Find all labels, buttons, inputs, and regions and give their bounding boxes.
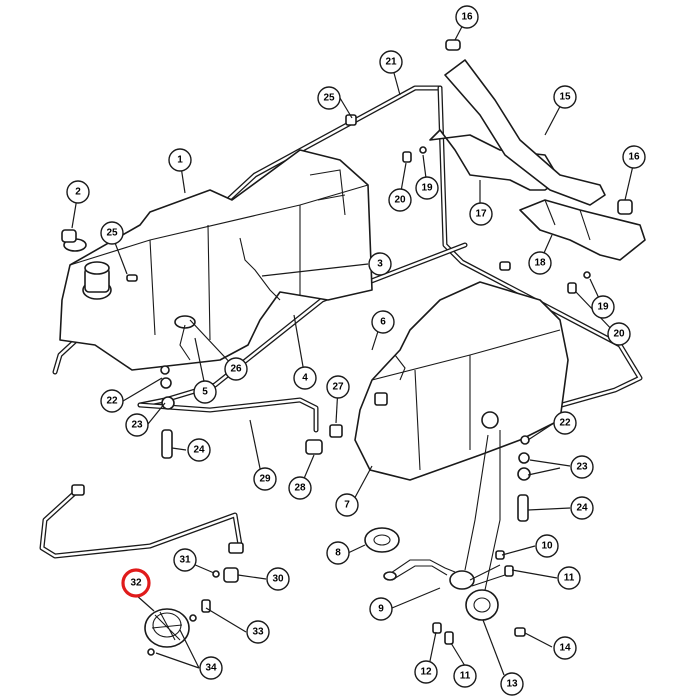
callout-9: 9 — [369, 597, 393, 621]
callout-17: 17 — [469, 202, 493, 226]
svg-text:12: 12 — [420, 667, 432, 678]
svg-text:28: 28 — [294, 483, 306, 494]
svg-text:13: 13 — [506, 679, 518, 690]
svg-text:15: 15 — [559, 92, 571, 103]
svg-text:17: 17 — [475, 209, 487, 220]
svg-text:25: 25 — [106, 228, 118, 239]
svg-text:22: 22 — [106, 396, 118, 407]
svg-text:11: 11 — [460, 671, 471, 682]
callout-25-top: 25 — [317, 86, 341, 110]
callout-23-left: 23 — [125, 413, 149, 437]
svg-text:27: 27 — [332, 382, 344, 393]
svg-text:31: 31 — [179, 555, 191, 566]
svg-text:18: 18 — [534, 258, 546, 269]
callout-6: 6 — [371, 310, 395, 334]
callout-7: 7 — [335, 493, 359, 517]
fitting-parts — [61, 39, 633, 656]
callout-16-top: 16 — [455, 5, 479, 29]
callout-10: 10 — [535, 534, 559, 558]
svg-text:10: 10 — [541, 541, 553, 552]
svg-text:14: 14 — [559, 643, 571, 654]
svg-text:26: 26 — [230, 364, 242, 375]
svg-text:24: 24 — [576, 503, 588, 514]
bracket-18 — [519, 199, 646, 261]
fuel-pump-32 — [144, 608, 190, 648]
callout-21: 21 — [379, 50, 403, 74]
svg-text:8: 8 — [335, 548, 341, 559]
svg-text:16: 16 — [628, 152, 640, 163]
callout-23-right: 23 — [570, 455, 594, 479]
svg-text:32: 32 — [130, 578, 142, 589]
svg-text:4: 4 — [302, 373, 308, 384]
svg-text:20: 20 — [613, 329, 625, 340]
callout-24-right: 24 — [570, 496, 594, 520]
callout-29: 29 — [253, 467, 277, 491]
svg-text:16: 16 — [461, 12, 473, 23]
svg-text:3: 3 — [377, 259, 383, 270]
callout-33: 33 — [246, 620, 270, 644]
sender-wires — [464, 430, 501, 591]
svg-text:7: 7 — [344, 500, 350, 511]
callout-16-right: 16 — [622, 145, 646, 169]
callout-20-top: 20 — [388, 188, 412, 212]
callout-22-left: 22 — [100, 389, 124, 413]
callout-14: 14 — [553, 636, 577, 660]
bracket-17 — [429, 129, 561, 191]
callout-2: 2 — [66, 180, 90, 204]
svg-text:21: 21 — [385, 57, 397, 68]
callout-4: 4 — [293, 366, 317, 390]
callout-30: 30 — [266, 567, 290, 591]
callout-3: 3 — [368, 252, 392, 276]
float-13 — [465, 589, 499, 621]
fuel-line-29 — [39, 397, 319, 559]
svg-text:19: 19 — [421, 183, 433, 194]
svg-text:33: 33 — [252, 627, 264, 638]
callout-32-highlighted[interactable]: 32 — [121, 568, 151, 598]
callout-27: 27 — [326, 375, 350, 399]
svg-text:22: 22 — [559, 418, 571, 429]
callout-11-bottom: 11 — [453, 664, 477, 688]
callout-18: 18 — [528, 251, 552, 275]
callout-22-right: 22 — [553, 411, 577, 435]
callout-34: 34 — [199, 656, 223, 680]
svg-text:34: 34 — [205, 663, 217, 674]
callout-28: 28 — [288, 476, 312, 500]
svg-text:1: 1 — [177, 155, 183, 166]
svg-text:11: 11 — [564, 573, 575, 584]
svg-text:5: 5 — [202, 387, 208, 398]
svg-text:23: 23 — [131, 420, 143, 431]
svg-text:19: 19 — [597, 302, 609, 313]
callout-13: 13 — [500, 672, 524, 696]
callout-19-top: 19 — [415, 176, 439, 200]
svg-text:2: 2 — [75, 187, 81, 198]
svg-text:23: 23 — [576, 462, 588, 473]
right-fuel-tank — [354, 281, 569, 481]
callout-24-left: 24 — [187, 438, 211, 462]
callout-19-right: 19 — [591, 295, 615, 319]
svg-text:24: 24 — [193, 445, 205, 456]
left-fuel-tank — [59, 149, 373, 371]
svg-text:6: 6 — [380, 317, 386, 328]
svg-text:20: 20 — [394, 195, 406, 206]
svg-text:29: 29 — [259, 474, 271, 485]
callout-25-left: 25 — [100, 221, 124, 245]
callout-11-right: 11 — [557, 566, 581, 590]
filler-pipe-15 — [444, 59, 606, 206]
callout-20-right: 20 — [607, 322, 631, 346]
callout-26: 26 — [224, 357, 248, 381]
callout-8: 8 — [326, 541, 350, 565]
gasket-8 — [364, 527, 400, 553]
svg-text:30: 30 — [272, 574, 284, 585]
callout-31: 31 — [173, 548, 197, 572]
callout-5: 5 — [193, 380, 217, 404]
callout-12: 12 — [414, 660, 438, 684]
svg-text:25: 25 — [323, 93, 335, 104]
callout-15: 15 — [553, 85, 577, 109]
svg-text:9: 9 — [378, 604, 384, 615]
sender-unit-9 — [383, 559, 506, 590]
callout-1: 1 — [168, 148, 192, 172]
